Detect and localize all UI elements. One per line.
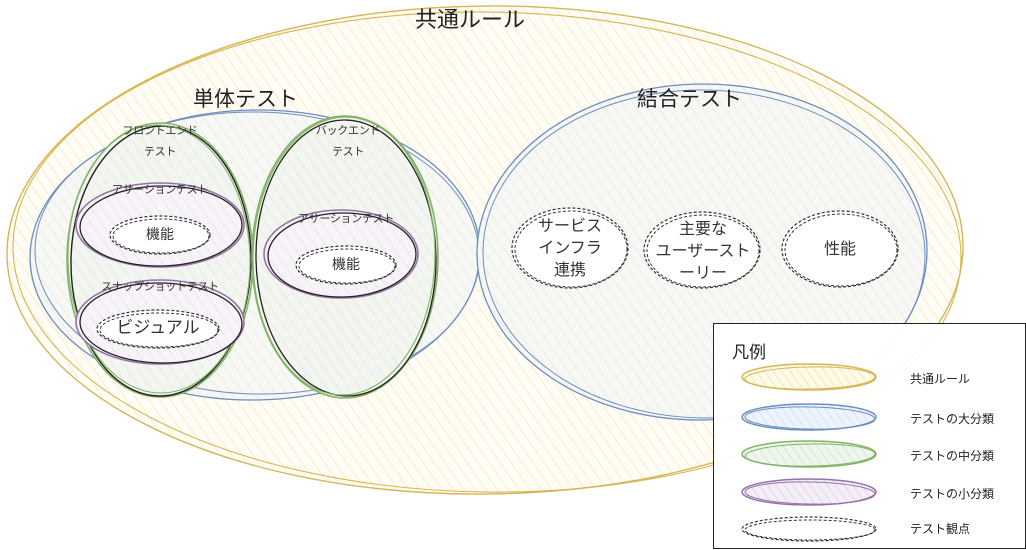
legend: 凡例 共通ルール テストの大分類 テストの中分類 テストの小分類 テスト観点 [713,323,1026,549]
legend-swatch-large [741,403,877,431]
user-story-line3: ーリー [678,263,727,282]
frontend-test-label-line2: テスト [143,144,177,158]
legend-label-viewpoint: テスト観点 [910,522,971,536]
frontend-test-label-line1: フロントエンド [122,124,198,137]
viewpoint-backend-function [295,245,397,285]
viewpoint-performance [781,210,899,288]
integration-viewpoint-performance: 性能 [795,238,885,260]
viewpoint-user-story [643,211,761,289]
backend-test-label: バックエンド テスト [296,124,400,160]
viewpoint-service-infra [511,207,629,289]
user-story-line1: 主要な [678,219,727,238]
service-infra-line3: 連携 [553,260,586,279]
service-infra-line1: サービス [537,216,602,235]
legend-label-mid: テストの中分類 [910,449,995,463]
legend-label-small: テストの小分類 [910,487,995,501]
frontend-test-label: フロントエンド テスト [108,124,212,160]
frontend-visual-viewpoint: ビジュアル [116,318,200,338]
integration-test-label: 結合テスト [637,87,742,111]
frontend-snapshot-label: スナップショットテスト [101,280,219,293]
legend-swatches [741,363,877,542]
service-infra-line2: インフラ [538,238,602,257]
legend-swatch-viewpoint [741,516,877,542]
common-rules-label: 共通ルール [415,8,526,33]
integration-viewpoint-user-story: 主要な ユーザースト ーリー [643,218,763,284]
unit-test-label: 単体テスト [193,87,298,111]
legend-swatch-small [741,478,877,506]
legend-swatch-common [741,363,877,391]
viewpoint-frontend-function [109,215,211,255]
viewpoint-frontend-visual [96,309,220,349]
legend-label-common: 共通ルール [910,372,971,386]
backend-test-label-line1: バックエンド [315,124,381,137]
performance-line1: 性能 [823,239,856,258]
user-story-line2: ユーザースト [655,241,751,260]
legend-label-large: テストの大分類 [910,412,995,426]
backend-test-label-line2: テスト [331,144,365,158]
backend-function-viewpoint: 機能 [332,257,360,273]
frontend-assertion-label: アサーションテスト [111,183,209,196]
backend-assertion-label: アサーションテスト [297,212,395,225]
legend-title: 凡例 [732,343,766,363]
integration-viewpoint-service-infra: サービス インフラ 連携 [515,215,625,281]
frontend-function-viewpoint: 機能 [146,227,174,243]
legend-swatch-mid [741,440,877,468]
